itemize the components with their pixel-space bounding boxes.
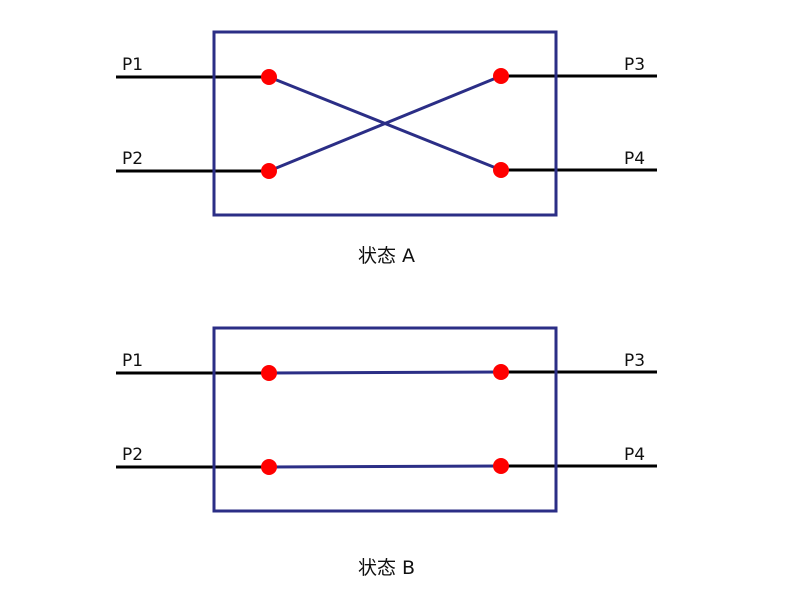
state-b-node-p1 bbox=[261, 365, 277, 381]
state-b-path-p2-p4 bbox=[268, 464, 502, 469]
state-b-switch-box bbox=[212, 326, 558, 513]
state-a-label-p4: P4 bbox=[624, 149, 645, 169]
state-a-caption: 状态 A bbox=[358, 245, 415, 267]
state-a-label-p1: P1 bbox=[122, 55, 143, 75]
state-b-group: P1 P2 P3 P4 状态 B bbox=[116, 326, 657, 579]
state-a-node-p4 bbox=[493, 162, 509, 178]
state-b-label-p3: P3 bbox=[624, 351, 645, 371]
state-a-path-p2-p3 bbox=[268, 74, 502, 173]
state-a-label-p2: P2 bbox=[122, 149, 143, 169]
state-a-node-p3 bbox=[493, 68, 509, 84]
state-a-group: P1 P2 P3 P4 状态 A bbox=[116, 30, 657, 267]
state-b-path-p1-p3 bbox=[268, 370, 502, 375]
state-b-node-p2 bbox=[261, 459, 277, 475]
state-a-node-p1 bbox=[261, 69, 277, 85]
state-b-label-p4: P4 bbox=[624, 445, 645, 465]
state-a-switch-box bbox=[212, 30, 558, 217]
state-b-label-p2: P2 bbox=[122, 445, 143, 465]
state-a-node-p2 bbox=[261, 163, 277, 179]
state-b-label-p1: P1 bbox=[122, 351, 143, 371]
state-b-node-p3 bbox=[493, 364, 509, 380]
state-a-label-p3: P3 bbox=[624, 55, 645, 75]
state-b-caption: 状态 B bbox=[358, 557, 415, 579]
state-b-node-p4 bbox=[493, 458, 509, 474]
